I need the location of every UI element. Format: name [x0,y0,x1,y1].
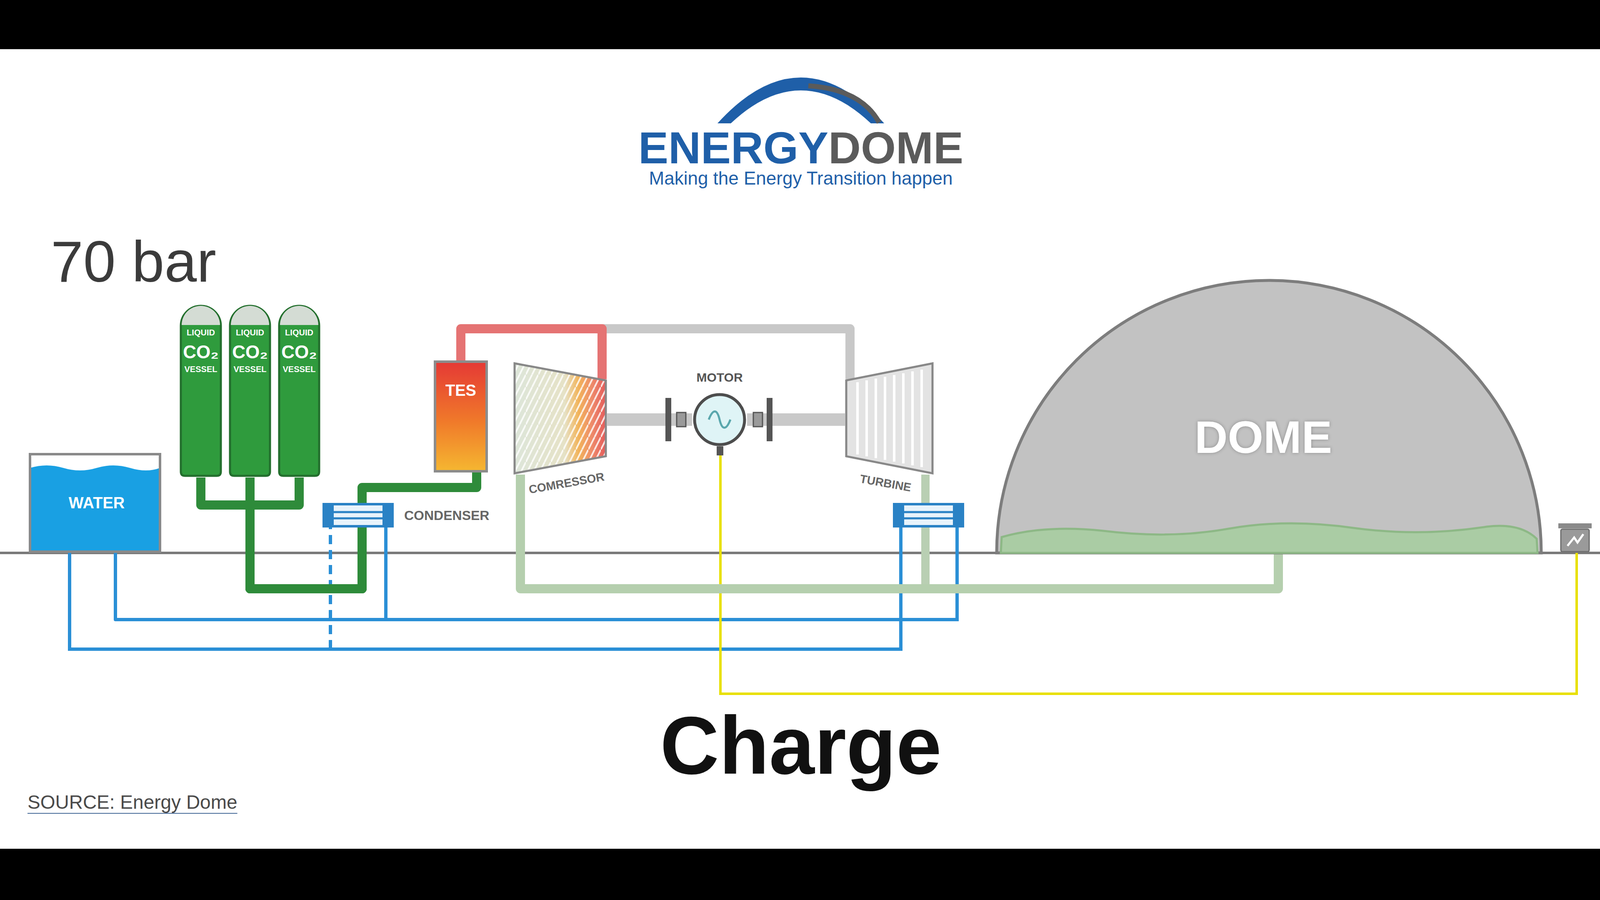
water-pipe [385,527,958,620]
turbine-outline-part [846,363,933,474]
condenser-outline-part [382,504,393,527]
condenser-outline [322,502,394,528]
thermal-storage-outline-part [435,361,487,472]
co2-vessel-outline-part [230,305,270,476]
co2-vessel-outline-part [180,305,221,476]
tagline: Making the Energy Transition happen [649,168,953,189]
coupling-bar [665,397,672,442]
motor-outline-part [708,411,731,428]
heat-exchanger [894,504,963,527]
pipe-connector [250,477,363,589]
co2-vessel-outline-part [181,305,220,325]
water-tank-outline-part [30,454,160,552]
phase-title: Charge [660,700,942,791]
compressor-outline-part [514,363,606,474]
coupling-block [753,412,763,427]
turbine-outline-part [902,373,905,464]
letterbox-bar [0,0,1600,50]
coupling-block [676,412,686,427]
heat-exchanger-part [952,504,963,527]
turbine-outline [845,362,934,475]
co2-vessel-label: LIQUID [235,327,265,338]
co2-vessel: LIQUID CO₂VESSEL [277,304,322,478]
turbine-pipe [921,474,930,589]
co2-vessel-label: LIQUID [186,327,215,338]
co2-vessel-outline-part [230,305,270,325]
water-tank-outline-part [30,454,160,552]
co2-vessel: LIQUID CO₂VESSEL [178,304,223,478]
motor-terminal [716,446,724,456]
compressor-outline-part [514,363,606,474]
co2-vessel-label: VESSEL [233,364,267,374]
compressor-label: COMRESSOR [527,470,606,497]
thermal-storage-outline [433,360,488,473]
motor-outline-part [694,394,745,445]
pipe-connector [362,472,477,503]
thermal-storage-label: TES [445,382,477,400]
heat-exchanger-part [894,504,905,527]
grid-icon [1558,523,1592,552]
condenser-outline-part [323,504,334,527]
turbine-outline-part [856,382,859,455]
storage-dome: DOME [995,278,1543,553]
turbine-outline-part [920,369,923,468]
turbine-outline-part [865,380,868,457]
condenser-outline-part [333,511,383,514]
condenser: CONDENSER [322,502,394,528]
heat-exchanger-part [904,511,953,514]
turbine-label: TURBINE [858,472,913,495]
heat-exchanger-part [894,504,963,527]
water-tank-label: WATER [68,494,125,513]
logo-arc [717,77,885,124]
co2-vessel-label: LIQUID [285,327,314,338]
logo-word: ENERGY [638,123,829,173]
grid-icon-part [1560,529,1590,552]
pipe-connector [200,477,363,589]
pressure-label: 70 bar [50,229,217,294]
condenser-outline-part [323,504,393,527]
co2-vessel-outline-part [279,305,320,476]
motor-label: MOTOR [696,370,743,385]
turbine-outline-part [883,376,887,460]
compressor-outline [513,362,608,475]
heat-exchanger-part [904,517,953,520]
turbine-outline-part [874,378,878,459]
storage-dome-label: DOME [1194,411,1333,463]
co2-vessel-outline-part [280,305,319,325]
water-tank: WATER [28,452,162,553]
condenser-outline-part [333,517,383,520]
co2-vessel-label: CO₂ [232,342,268,363]
turbine-outline-part [892,375,896,462]
co2-vessel-label: CO₂ [281,342,318,363]
storage-dome-outline-part [996,280,1542,553]
grid-icon-part [1558,523,1592,529]
coupling-bar [766,397,773,442]
motor-outline [692,392,748,448]
turbine-outline-part [911,371,914,465]
logo-arc-accent [808,85,880,123]
co2-vessel-label: CO₂ [182,342,219,363]
storage-dome-outline-part [1000,523,1538,553]
logo-word: DOME [828,123,964,173]
pipe-connector [250,477,363,589]
turbine: TURBINE [845,362,934,475]
compressor: COMRESSOR [513,362,608,475]
co2-vessel-label: VESSEL [184,364,218,374]
condenser-label: CONDENSER [404,508,490,523]
source-note: SOURCE: Energy Dome [27,791,238,813]
co2-vessel-label: VESSEL [282,364,316,374]
thermal-storage: TES [433,360,488,473]
co2-vessel: LIQUID CO₂VESSEL [227,304,273,478]
letterbox-bar [0,848,1600,900]
motor: MOTOR [692,392,748,448]
grid-icon-part [1567,534,1584,546]
water-tank-outline-part [30,465,160,552]
